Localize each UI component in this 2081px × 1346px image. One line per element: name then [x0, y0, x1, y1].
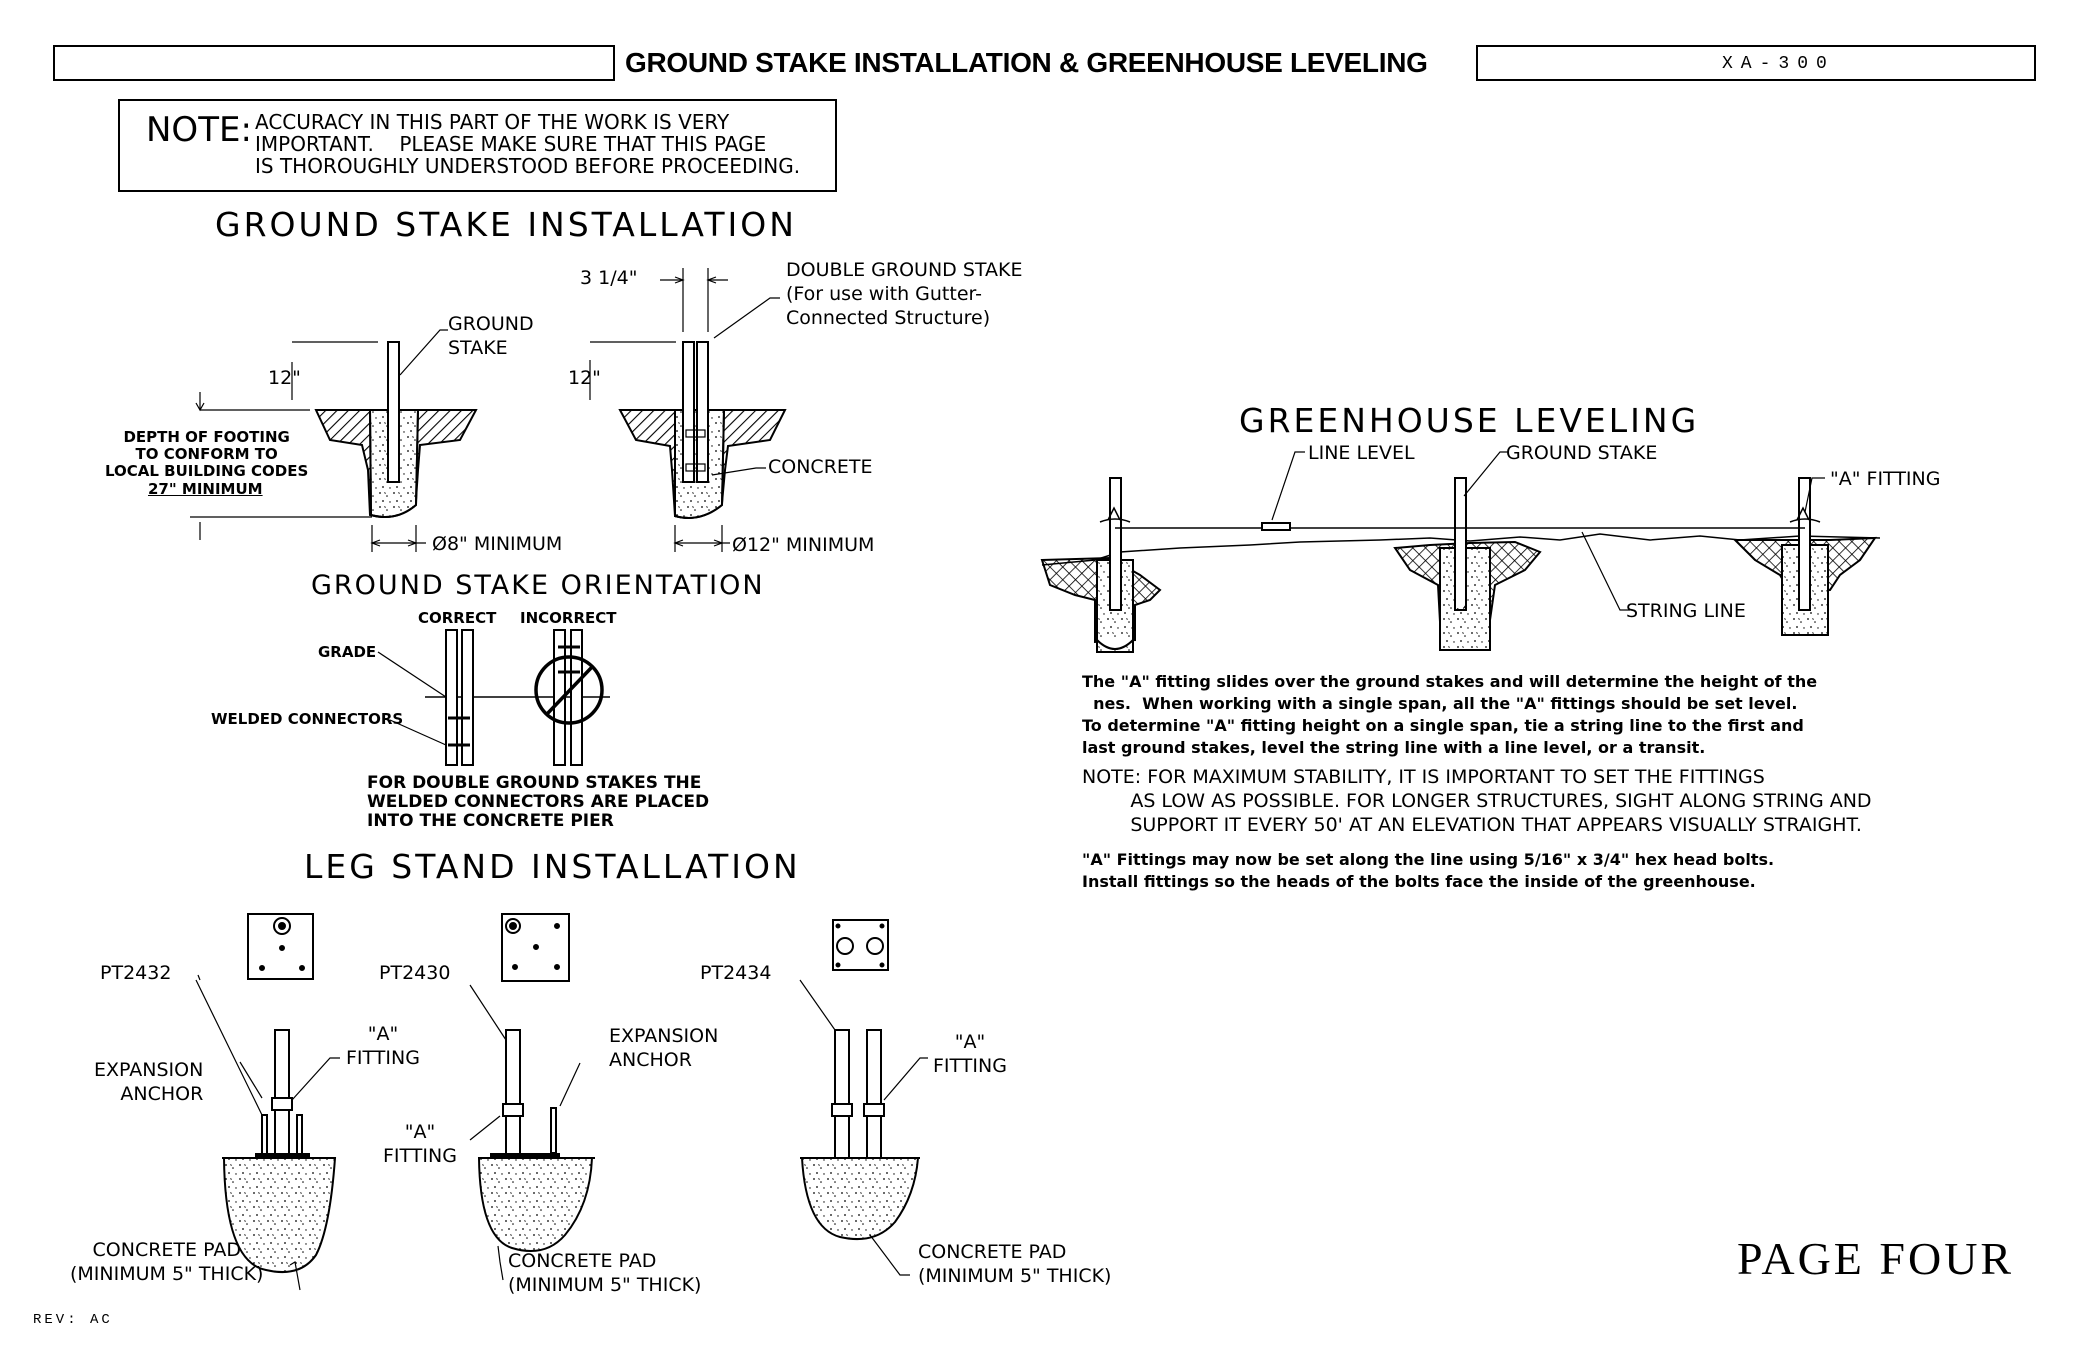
line-level-tool — [1261, 522, 1291, 531]
pt2430-pad-label: CONCRETE PAD (MINIMUM 5" THICK) — [508, 1250, 702, 1296]
page-number: PAGE FOUR — [1737, 1233, 2015, 1284]
note-line-2: IMPORTANT. PLEASE MAKE SURE THAT THIS PA… — [255, 132, 767, 156]
depth-label: DEPTH OF FOOTING TO CONFORM TO LOCAL BUI… — [105, 428, 309, 480]
orientation-heading: GROUND STAKE ORIENTATION — [311, 570, 765, 601]
post-pt2432 — [274, 1029, 290, 1159]
dia-right-label: Ø12" MINIMUM — [732, 534, 875, 556]
pt2434-right-label: "A" FITTING — [933, 1031, 1007, 1077]
sheet-id: XA-300 — [1722, 54, 1835, 74]
ground-stake-single — [387, 341, 400, 483]
pt2432-right-label: "A" FITTING — [346, 1023, 420, 1069]
incorrect-label: INCORRECT — [520, 609, 617, 627]
leveling-heading: GREENHOUSE LEVELING — [1239, 401, 1700, 440]
incorrect-stake-b — [570, 629, 583, 766]
note-label: NOTE: — [146, 110, 252, 150]
leg-stand-details — [195, 913, 928, 1291]
leveling-note: NOTE: FOR MAXIMUM STABILITY, IT IS IMPOR… — [1082, 766, 1872, 836]
plate-pt2434 — [832, 919, 889, 971]
string-line-label: STRING LINE — [1626, 600, 1746, 622]
ground-stake-label: GROUND STAKE — [448, 313, 534, 359]
post-pt2430 — [505, 1029, 521, 1159]
pt2434-label: PT2434 — [700, 962, 772, 984]
welded-connectors-label: WELDED CONNECTORS — [211, 710, 404, 728]
prohibited-icon — [534, 655, 604, 725]
dim-12-left: 12" — [268, 367, 301, 389]
pt2432-left-label: EXPANSION ANCHOR — [94, 1059, 204, 1105]
orientation-note: FOR DOUBLE GROUND STAKES THE WELDED CONN… — [367, 773, 710, 831]
leveling-ground-stake-label: GROUND STAKE — [1506, 442, 1658, 464]
pt2432-pad-label: CONCRETE PAD (MINIMUM 5" THICK) — [70, 1239, 264, 1285]
note-box — [118, 99, 837, 192]
leveling-stake-middle — [1454, 477, 1467, 611]
note-line-1: ACCURACY IN THIS PART OF THE WORK IS VER… — [255, 110, 730, 134]
single-ground-stake-detail — [190, 329, 478, 552]
concrete-label: CONCRETE — [768, 456, 873, 478]
pt2430-label: PT2430 — [379, 962, 451, 984]
grade-label: GRADE — [318, 643, 377, 661]
ground-stake-double-a — [682, 341, 695, 483]
revision: REV: AC — [33, 1312, 113, 1328]
correct-label: CORRECT — [418, 609, 497, 627]
leveling-stake-right — [1798, 477, 1811, 611]
line-level-label: LINE LEVEL — [1308, 442, 1415, 464]
double-ground-stake-detail — [589, 268, 787, 552]
pt2434-pad-label: CONCRETE PAD (MINIMUM 5" THICK) — [918, 1241, 1112, 1287]
pt2432-label: PT2432 — [100, 962, 172, 984]
leveling-detail — [1040, 451, 1881, 653]
ground-stake-double-b — [696, 341, 709, 483]
ground-stake-heading: GROUND STAKE INSTALLATION — [215, 205, 797, 244]
orientation-detail — [377, 629, 610, 766]
leveling-paragraph-1: The "A" fitting slides over the ground s… — [1082, 672, 1818, 757]
leveling-stake-left — [1109, 477, 1122, 611]
pt2430-right-label: EXPANSION ANCHOR — [609, 1025, 719, 1071]
dia-left-label: Ø8" MINIMUM — [432, 533, 563, 555]
depth-minimum: 27" MINIMUM — [148, 480, 263, 498]
title-left-box — [53, 45, 615, 81]
note-line-3: IS THOROUGHLY UNDERSTOOD BEFORE PROCEEDI… — [255, 154, 801, 178]
dim-width-label: 3 1/4" — [580, 267, 638, 289]
dim-12-right: 12" — [568, 367, 601, 389]
double-stake-label: DOUBLE GROUND STAKE (For use with Gutter… — [786, 259, 1023, 329]
a-fitting-label: "A" FITTING — [1830, 468, 1941, 490]
pt2430-left-label: "A" FITTING — [383, 1121, 457, 1167]
page-title: GROUND STAKE INSTALLATION & GREENHOUSE L… — [625, 47, 1428, 78]
correct-stake-a — [445, 629, 458, 766]
sheet-id-box — [1476, 45, 2036, 81]
leg-stand-heading: LEG STAND INSTALLATION — [304, 847, 801, 886]
post-pt2434-b — [866, 1029, 882, 1159]
post-pt2434-a — [834, 1029, 850, 1159]
leveling-paragraph-2: "A" Fittings may now be set along the li… — [1082, 850, 1775, 891]
correct-stake-b — [461, 629, 474, 766]
